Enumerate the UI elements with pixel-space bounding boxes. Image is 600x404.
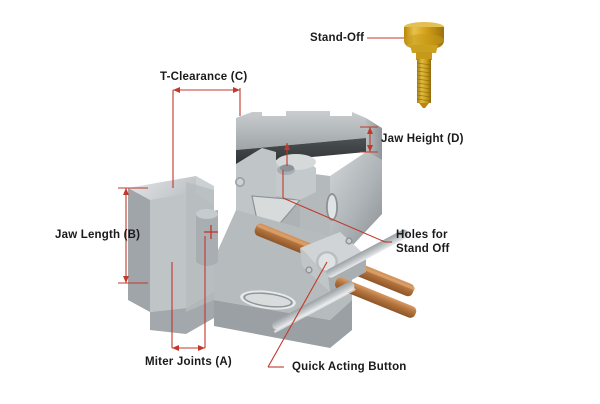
label-jaw-height: Jaw Height (D) bbox=[381, 133, 464, 145]
label-quick-acting-button: Quick Acting Button bbox=[292, 361, 407, 373]
leader-t-clearance bbox=[172, 87, 241, 188]
leader-quick-acting bbox=[267, 261, 328, 368]
label-miter-joints: Miter Joints (A) bbox=[145, 356, 232, 368]
leader-miter-joints bbox=[171, 236, 206, 351]
label-jaw-length: Jaw Length (B) bbox=[55, 229, 141, 241]
standoff-thumbscrew bbox=[404, 22, 444, 108]
label-holes-for-standoff-line1: Holes for bbox=[396, 229, 448, 241]
leader-jaw-length bbox=[118, 187, 148, 284]
clamp-screw-outer bbox=[335, 277, 417, 318]
label-t-clearance: T-Clearance (C) bbox=[160, 71, 248, 83]
quick-acting-block bbox=[300, 232, 366, 292]
label-stand-off: Stand-Off bbox=[310, 32, 365, 44]
label-holes-for-standoff: Holes for Stand Off bbox=[396, 228, 450, 256]
leader-jaw-height bbox=[360, 126, 378, 153]
label-holes-for-standoff-line2: Stand Off bbox=[396, 243, 450, 255]
leader-holes-for-standoff bbox=[282, 143, 392, 243]
